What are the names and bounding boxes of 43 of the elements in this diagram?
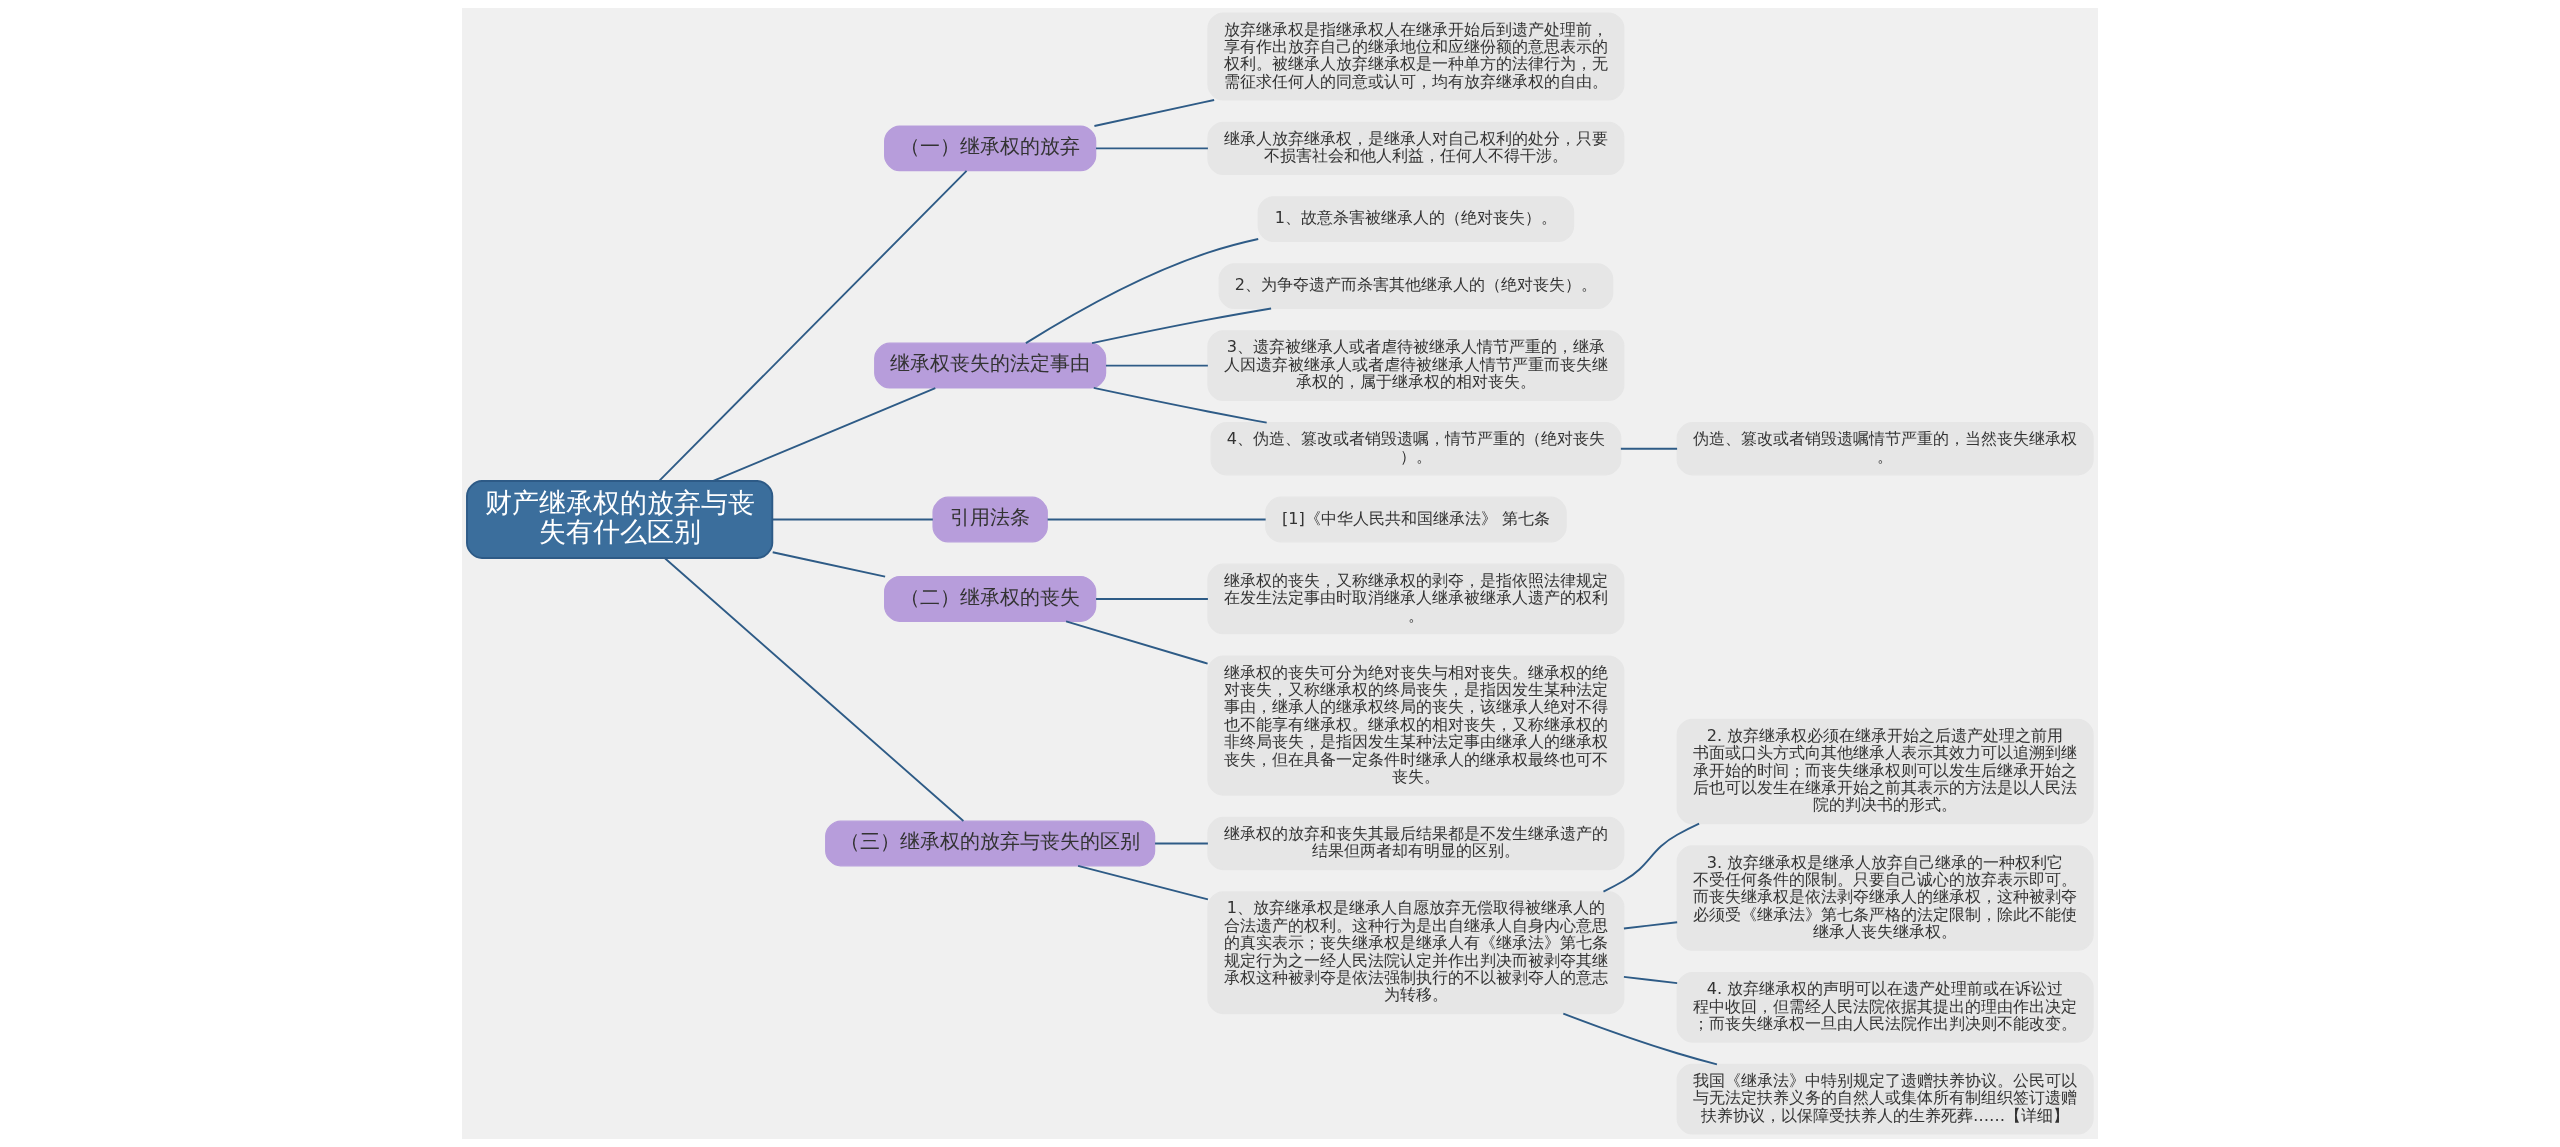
connector: [1093, 99, 1216, 127]
connector: [1623, 921, 1679, 930]
node-box: 财产继承权的放弃与丧失有什么区别: [466, 480, 774, 559]
connector: [771, 518, 934, 521]
connector: [1095, 598, 1209, 600]
connector: [658, 169, 968, 482]
node-box: 3. 放弃继承权是继承人放弃自己继承的一种权利它不受任何条件的限制。只要自己诚心的放弃表示即可。而丧失继承权是依法剥夺继承人的继承权，这种被剥夺必须受《继承法》第七条严格的法定限制，除此不能使继承人丧失继承权。: [1676, 845, 2094, 951]
node-box: 继承权的放弃和丧失其最后结果都是不发生继承遗产的结果但两者却有明显的区别。: [1207, 816, 1625, 871]
connector: [1065, 620, 1209, 665]
node-box: [1]《中华人民共和国继承法》 第七条: [1265, 496, 1567, 543]
connector: [771, 551, 887, 578]
connector: [664, 557, 965, 822]
connector: [1154, 842, 1209, 845]
node-box: 继承权的丧失可分为绝对丧失与相对丧失。继承权的绝对丧失，又称继承权的终局丧失，是指因发生某种法定事由，继承人的继承权终局的丧失，该继承人绝对不得也不能享有继承权。继承权的相对丧失，又称继承权的非终局丧失，是指因发生某种法定事由继承人的继承权丧失，但在具备一定条件时继承人的继承权最终也可不丧失。: [1207, 655, 1625, 796]
connector: [1562, 1012, 1718, 1066]
node-box: 引用法条: [932, 496, 1048, 543]
node-box: 1、放弃继承权是继承人自愿放弃无偿取得被继承人的合法遗产的权利。这种行为是出自继承人自身内心意思的真实表示；丧失继承权是继承人有《继承法》第七条规定行为之一经人民法院认定并作出判决而被剥夺其继承权这种被剥夺是依法强制执行的不以被剥夺人的意志为转移。: [1207, 891, 1625, 1015]
node-box: 伪造、篡改或者销毁遗嘱情节严重的，当然丧失继承权。: [1676, 422, 2094, 476]
connector: [1602, 822, 1701, 893]
connector: [1046, 518, 1267, 521]
connector: [1077, 864, 1209, 901]
node-box: 继承权丧失的法定事由: [874, 342, 1107, 389]
node-box: （一）继承权的放弃: [884, 125, 1097, 172]
connector: [712, 387, 937, 482]
node-box: 继承权的丧失，又称继承权的剥夺，是指依照法律规定在发生法定事由时取消继承人继承被继承人遗产的权利。: [1207, 563, 1625, 635]
connector: [1091, 307, 1273, 345]
node-box: 继承人放弃继承权，是继承人对自己权利的处分，只要不损害社会和他人利益，任何人不得干涉。: [1207, 121, 1625, 176]
node-box: 4、伪造、篡改或者销毁遗嘱，情节严重的（绝对丧失）。: [1210, 422, 1622, 476]
connector: [1619, 447, 1679, 450]
connector: [1623, 975, 1679, 985]
connector: [1105, 364, 1209, 367]
node-box: 我国《继承法》中特别规定了遗赠扶养协议。公民可以与无法定扶养义务的自然人或集体所有制组织签订遗赠扶养协议，以保障受扶养人的生养死葬……【详细】: [1676, 1063, 2094, 1135]
node-box: （三）继承权的放弃与丧失的区别: [825, 820, 1156, 867]
node-box: 3、遗弃被继承人或者虐待被继承人情节严重的，继承人因遗弃被继承人或者虐待被继承人情节严重而丧失继承权的，属于继承权的相对丧失。: [1207, 330, 1625, 401]
node-box: 放弃继承权是指继承权人在继承开始后到遗产处理前，享有作出放弃自己的继承地位和应继份额的意思表示的权利。被继承人放弃继承权是一种单方的法律行为，无需征求任何人的同意或认可，均有放弃继承权的自由。: [1207, 12, 1625, 101]
connector: [1095, 147, 1209, 150]
connector: [1024, 238, 1260, 345]
node-box: （二）继承权的丧失: [884, 576, 1097, 622]
node-box: 1、故意杀害被继承人的（绝对丧失）。: [1257, 196, 1575, 243]
node-box: 2、为争夺遗产而杀害其他继承人的（绝对丧失）。: [1218, 263, 1614, 310]
connector: [1092, 387, 1268, 424]
node-box: 2. 放弃继承权必须在继承开始之后遗产处理之前用书面或口头方式向其他继承人表示其效力可以追溯到继承开始的时间；而丧失继承权则可以发生后继承开始之后也可以发生在继承开始之前其表示的方法是以人民法院的判决书的形式。: [1676, 718, 2094, 825]
node-box: 4. 放弃继承权的声明可以在遗产处理前或在诉讼过程中收回，但需经人民法院依据其提出的理由作出决定；而丧失继承权一旦由人民法院作出判决则不能改变。: [1676, 971, 2094, 1043]
